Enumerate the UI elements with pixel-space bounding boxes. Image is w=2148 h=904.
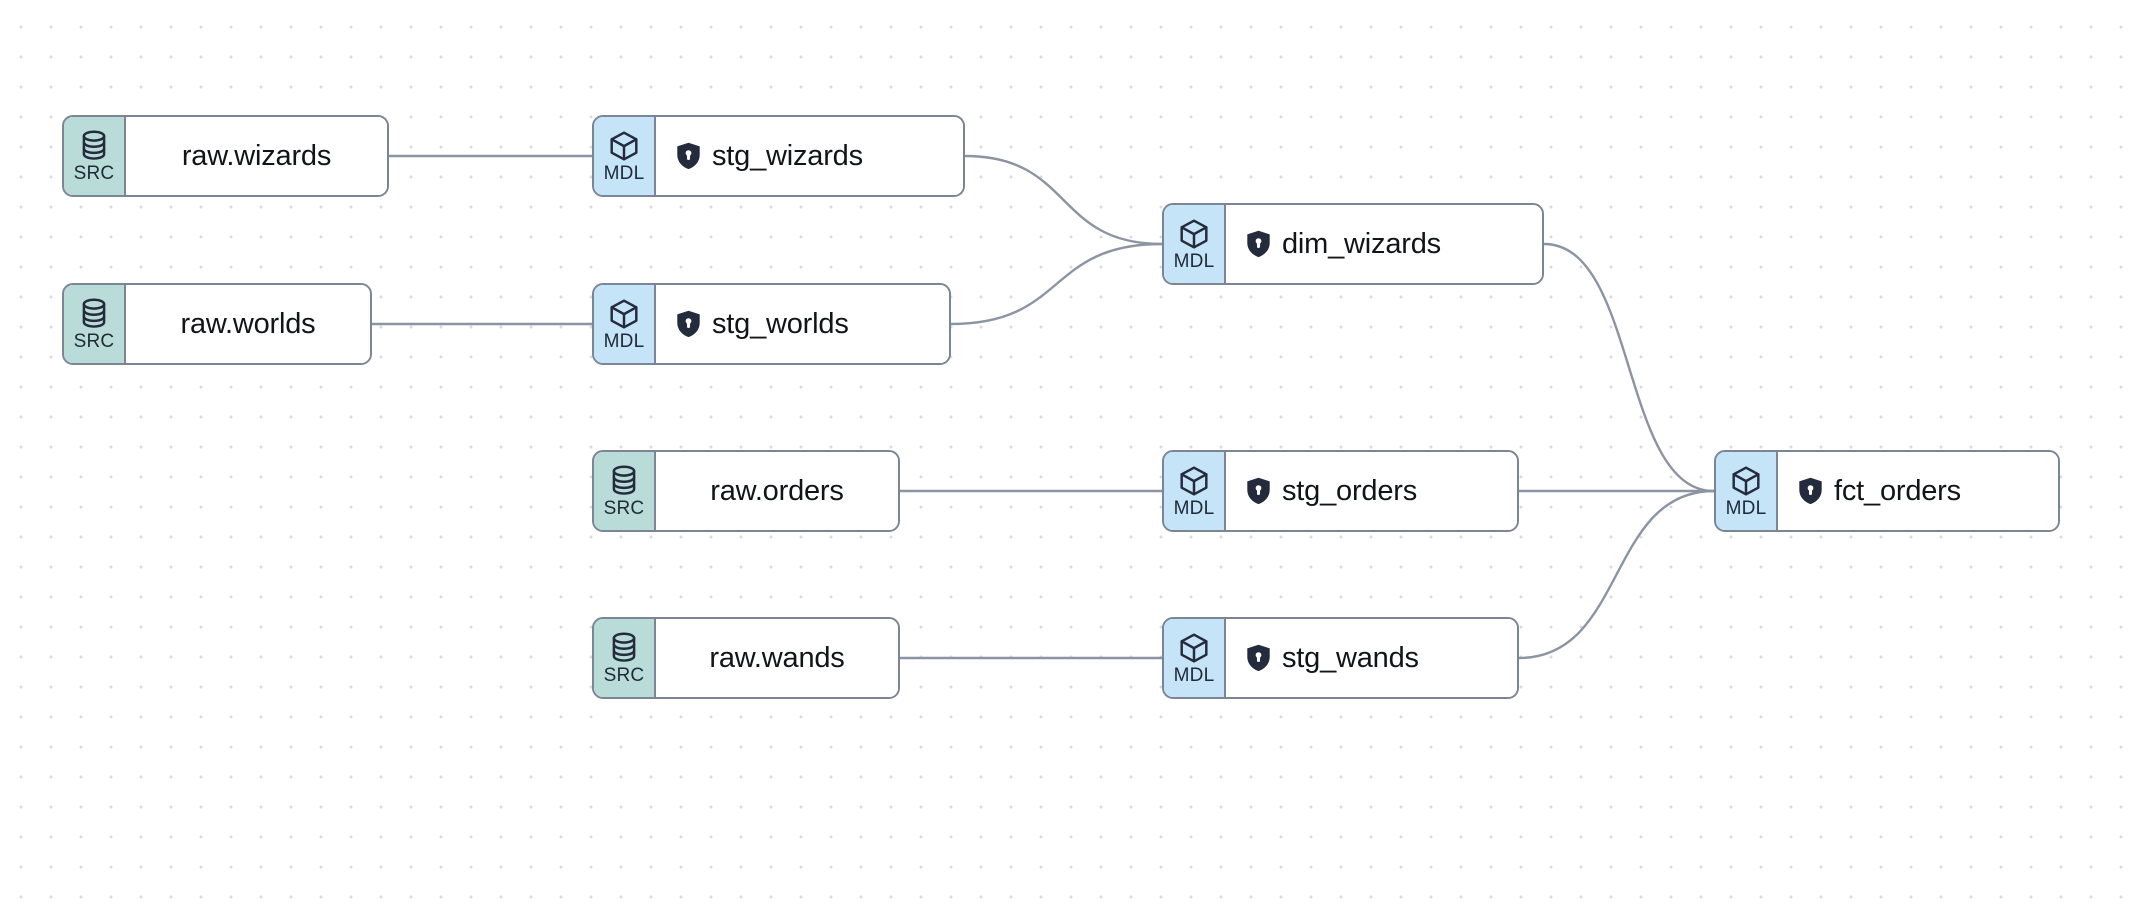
- lineage-edge-stg_wizards-to-dim_wizards: [963, 154, 1164, 246]
- node-kind-badge-fct_orders: MDL: [1716, 452, 1778, 530]
- node-body-stg_worlds: stg_worlds: [656, 285, 949, 363]
- node-kind-badge-stg_wands: MDL: [1164, 619, 1226, 697]
- lineage-edge-stg_worlds-to-dim_wizards: [949, 242, 1164, 326]
- node-kind-badge-raw_orders: SRC: [594, 452, 656, 530]
- node-kind-badge-raw_wizards: SRC: [64, 117, 126, 195]
- node-kind-label: SRC: [73, 162, 115, 184]
- node-kind-badge-raw_worlds: SRC: [64, 285, 126, 363]
- lineage-node-stg_wands[interactable]: MDL stg_wands: [1162, 617, 1519, 699]
- node-kind-label: MDL: [1725, 497, 1767, 519]
- node-kind-badge-dim_wizards: MDL: [1164, 205, 1226, 283]
- node-body-raw_orders: raw.orders: [656, 452, 898, 530]
- node-kind-label: SRC: [603, 497, 645, 519]
- shield-lock-icon: [1246, 644, 1271, 672]
- database-icon: [609, 464, 639, 497]
- cube-icon: [608, 130, 640, 162]
- database-icon: [79, 129, 109, 162]
- node-kind-label: SRC: [73, 330, 115, 352]
- node-label: raw.wizards: [181, 139, 332, 172]
- shield-lock-icon: [1246, 477, 1271, 505]
- cube-icon: [1178, 465, 1210, 497]
- cube-icon: [1730, 465, 1762, 497]
- node-label: stg_orders: [1282, 474, 1418, 507]
- cube-icon: [608, 298, 640, 330]
- node-kind-label: MDL: [1173, 664, 1215, 686]
- node-kind-badge-stg_wizards: MDL: [594, 117, 656, 195]
- node-label: fct_orders: [1834, 474, 1961, 507]
- node-label: raw.wands: [709, 641, 845, 674]
- node-body-fct_orders: fct_orders: [1778, 452, 2058, 530]
- lineage-node-raw_worlds[interactable]: SRC raw.worlds: [62, 283, 372, 365]
- shield-lock-icon: [1246, 230, 1271, 258]
- shield-lock-icon: [676, 142, 701, 170]
- lineage-node-raw_wands[interactable]: SRC raw.wands: [592, 617, 900, 699]
- node-body-stg_wizards: stg_wizards: [656, 117, 963, 195]
- shield-lock-icon: [1798, 477, 1823, 505]
- database-icon: [79, 297, 109, 330]
- node-label: stg_wizards: [712, 139, 863, 172]
- lineage-node-fct_orders[interactable]: MDL fct_orders: [1714, 450, 2060, 532]
- node-kind-label: SRC: [603, 664, 645, 686]
- node-kind-label: MDL: [603, 330, 645, 352]
- node-label: stg_worlds: [712, 307, 849, 340]
- node-body-stg_orders: stg_orders: [1226, 452, 1517, 530]
- database-icon: [609, 631, 639, 664]
- node-kind-label: MDL: [603, 162, 645, 184]
- node-body-dim_wizards: dim_wizards: [1226, 205, 1542, 283]
- node-body-raw_wands: raw.wands: [656, 619, 898, 697]
- node-body-raw_wizards: raw.wizards: [126, 117, 387, 195]
- node-label: dim_wizards: [1282, 227, 1441, 260]
- shield-lock-icon: [676, 310, 701, 338]
- cube-icon: [1178, 632, 1210, 664]
- lineage-edge-stg_wands-to-fct_orders: [1517, 489, 1716, 660]
- node-kind-badge-stg_orders: MDL: [1164, 452, 1226, 530]
- lineage-node-stg_worlds[interactable]: MDL stg_worlds: [592, 283, 951, 365]
- node-kind-label: MDL: [1173, 497, 1215, 519]
- lineage-node-dim_wizards[interactable]: MDL dim_wizards: [1162, 203, 1544, 285]
- lineage-node-raw_orders[interactable]: SRC raw.orders: [592, 450, 900, 532]
- node-label: stg_wands: [1282, 641, 1419, 674]
- lineage-node-stg_orders[interactable]: MDL stg_orders: [1162, 450, 1519, 532]
- lineage-node-raw_wizards[interactable]: SRC raw.wizards: [62, 115, 389, 197]
- cube-icon: [1178, 218, 1210, 250]
- node-label: raw.worlds: [180, 307, 316, 340]
- lineage-node-stg_wizards[interactable]: MDL stg_wizards: [592, 115, 965, 197]
- node-label: raw.orders: [710, 474, 844, 507]
- lineage-edge-dim_wizards-to-fct_orders: [1542, 242, 1716, 493]
- node-kind-label: MDL: [1173, 250, 1215, 272]
- node-body-raw_worlds: raw.worlds: [126, 285, 370, 363]
- node-kind-badge-raw_wands: SRC: [594, 619, 656, 697]
- node-kind-badge-stg_worlds: MDL: [594, 285, 656, 363]
- node-body-stg_wands: stg_wands: [1226, 619, 1517, 697]
